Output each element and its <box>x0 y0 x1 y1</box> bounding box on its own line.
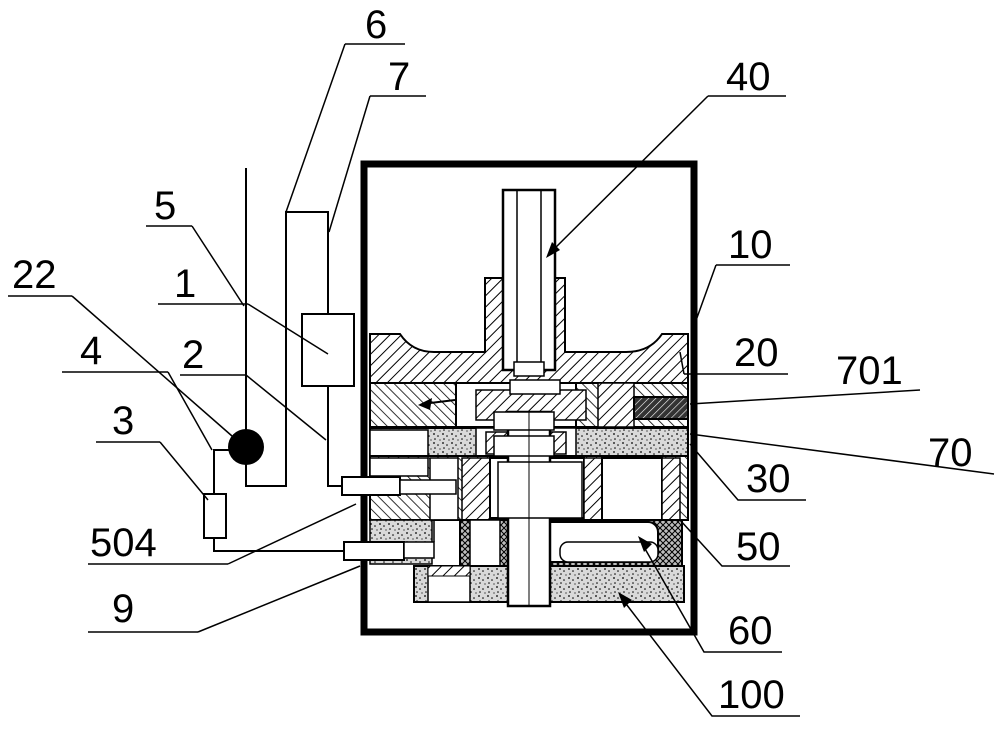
label-4: 4 <box>80 329 102 373</box>
connector-upper <box>341 476 401 496</box>
label-20: 20 <box>734 331 779 375</box>
label-60: 60 <box>728 609 773 653</box>
component-1 <box>301 313 355 387</box>
label-9: 9 <box>112 587 134 631</box>
shaft-top <box>501 188 557 372</box>
component-3 <box>203 493 227 539</box>
label-2: 2 <box>182 333 204 377</box>
label-1: 1 <box>174 262 196 306</box>
label-5: 5 <box>154 184 176 228</box>
label-7: 7 <box>388 55 410 99</box>
label-30: 30 <box>746 457 791 501</box>
label-6: 6 <box>365 3 387 47</box>
leader-lines <box>8 43 995 717</box>
label-70: 70 <box>928 431 973 475</box>
label-50: 50 <box>736 525 781 569</box>
label-40: 40 <box>726 55 771 99</box>
label-10: 10 <box>728 223 773 267</box>
ball-22 <box>228 429 264 465</box>
spring-701 <box>633 396 689 420</box>
label-100: 100 <box>718 673 785 717</box>
label-504: 504 <box>90 521 157 565</box>
label-3: 3 <box>112 399 134 443</box>
connector-lower <box>343 541 405 561</box>
pipe-network <box>213 168 344 552</box>
casing <box>360 160 698 636</box>
label-22: 22 <box>12 253 57 297</box>
label-701: 701 <box>836 349 903 393</box>
